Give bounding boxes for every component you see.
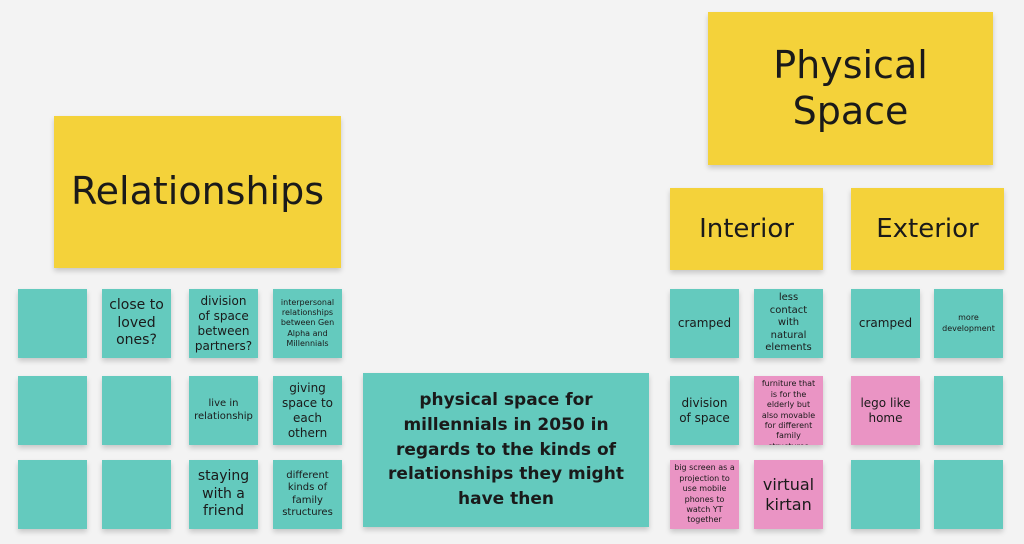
relationships-heading-note[interactable]: Relationships — [54, 116, 341, 268]
central-topic-note[interactable]: physical space for millennials in 2050 i… — [363, 373, 649, 527]
exterior-heading-text: Exterior — [876, 213, 979, 244]
note-text: cramped — [677, 316, 732, 330]
virtual-kirtan-note[interactable]: virtual kirtan — [754, 460, 823, 529]
giving-space-note[interactable]: giving space to each othern — [273, 376, 342, 445]
interior-heading-text: Interior — [699, 213, 794, 244]
family-structures-note[interactable]: different kinds of family structures — [273, 460, 342, 529]
big-screen-note[interactable]: big screen as a projection to use mobile… — [670, 460, 739, 529]
less-contact-note[interactable]: less contact with natural elements — [754, 289, 823, 358]
interior-cramped-note[interactable]: cramped — [670, 289, 739, 358]
lego-like-home-note[interactable]: lego like home — [851, 376, 920, 445]
note-text: giving space to each othern — [281, 380, 334, 440]
blank-sticky-note[interactable] — [18, 460, 87, 529]
exterior-cramped-note[interactable]: cramped — [851, 289, 920, 358]
note-text: lego like home — [860, 395, 911, 425]
note-text: staying with a friend — [197, 468, 250, 520]
live-in-relationship-note[interactable]: live in relationship — [189, 376, 258, 445]
note-text: division of space between partners? — [194, 293, 253, 353]
staying-with-friend-note[interactable]: staying with a friend — [189, 460, 258, 529]
physical-space-heading-note[interactable]: Physical Space — [708, 12, 993, 165]
division-of-space-partners-note[interactable]: division of space between partners? — [189, 289, 258, 358]
interior-heading-note[interactable]: Interior — [670, 188, 823, 270]
blank-sticky-note[interactable] — [851, 460, 920, 529]
note-text: virtual kirtan — [762, 474, 815, 514]
close-to-loved-ones-note[interactable]: close to loved ones? — [102, 289, 171, 358]
division-of-space-note[interactable]: division of space — [670, 376, 739, 445]
blank-sticky-note[interactable] — [102, 376, 171, 445]
physical-space-heading-text: Physical Space — [773, 42, 928, 133]
relationships-heading-text: Relationships — [70, 169, 325, 214]
note-text: more development — [942, 313, 995, 333]
more-development-note[interactable]: more development — [934, 289, 1003, 358]
blank-sticky-note[interactable] — [18, 376, 87, 445]
note-text: close to loved ones? — [109, 297, 164, 349]
note-text: ikea like furniture that is for the elde… — [761, 376, 816, 445]
note-text: different kinds of family structures — [282, 469, 333, 519]
blank-sticky-note[interactable] — [934, 376, 1003, 445]
interpersonal-relationships-note[interactable]: interpersonal relationships between Gen … — [273, 289, 342, 358]
exterior-heading-note[interactable]: Exterior — [851, 188, 1004, 270]
blank-sticky-note[interactable] — [934, 460, 1003, 529]
note-text: live in relationship — [194, 398, 253, 422]
note-text: division of space — [679, 395, 730, 425]
note-text: big screen as a projection to use mobile… — [674, 463, 735, 525]
ikea-furniture-note[interactable]: ikea like furniture that is for the elde… — [754, 376, 823, 445]
blank-sticky-note[interactable] — [102, 460, 171, 529]
note-text: interpersonal relationships between Gen … — [280, 297, 335, 349]
blank-sticky-note[interactable] — [18, 289, 87, 358]
note-text: less contact with natural elements — [765, 292, 812, 354]
note-text: cramped — [858, 316, 913, 330]
central-topic-text: physical space for millennials in 2050 i… — [388, 390, 624, 509]
